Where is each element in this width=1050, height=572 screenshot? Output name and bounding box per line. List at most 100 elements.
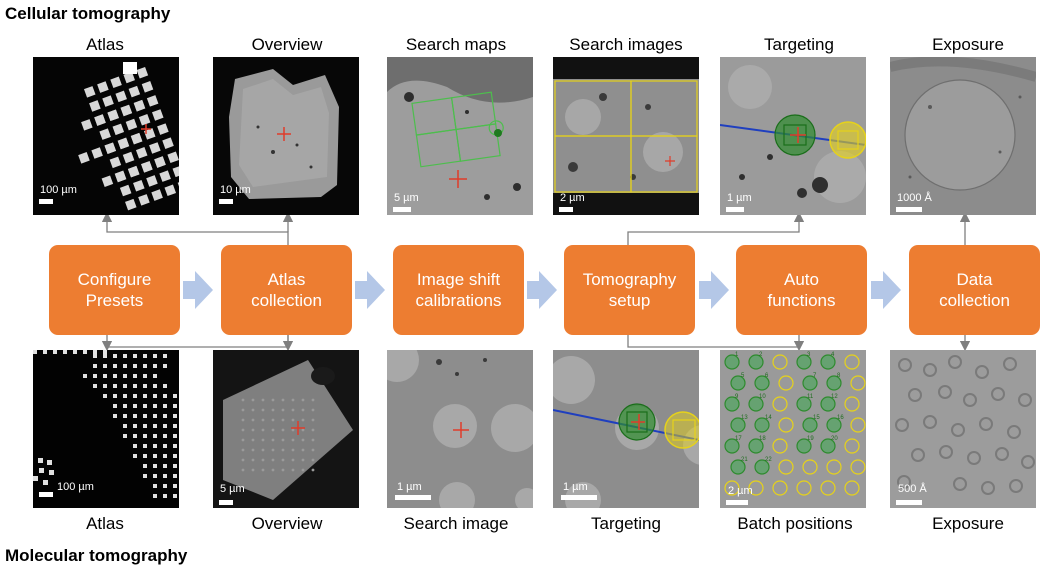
batch-position-candidate <box>748 480 764 496</box>
batch-position-selected <box>748 354 764 370</box>
image-top-search-maps: 5 µm <box>387 57 533 215</box>
batch-position-selected <box>724 354 740 370</box>
image-top-exposure: 1000 Å <box>890 57 1036 215</box>
batch-position-number: 11 <box>807 394 814 400</box>
scalebar-bottom-exposure: 500 Å <box>898 482 927 495</box>
batch-position-number: 9 <box>735 394 739 400</box>
batch-position-candidate <box>778 417 794 433</box>
batch-position-candidate <box>844 438 860 454</box>
batch-position-candidate <box>844 480 860 496</box>
batch-position-number: 12 <box>831 394 838 400</box>
caption-bottom-overview: Overview <box>251 514 323 533</box>
batch-position-candidate <box>772 480 788 496</box>
step-data-collection-label: Data collection <box>939 270 1010 310</box>
scalebar-top-search-maps: 5 µm <box>394 192 419 204</box>
caption-top-targeting: Targeting <box>764 35 834 54</box>
connector-bottom-atlas <box>106 335 289 348</box>
batch-position-selected <box>826 375 842 391</box>
image-bottom-targeting: 1 µm <box>553 350 699 508</box>
batch-position-candidate <box>778 375 794 391</box>
scalebar-bottom-batch-positions: 2 µm <box>728 485 753 497</box>
batch-position-candidate <box>796 480 812 496</box>
batch-position-selected <box>748 396 764 412</box>
batch-position-selected <box>796 438 812 454</box>
batch-position-selected <box>820 438 836 454</box>
caption-top-search-images: Search images <box>569 35 683 54</box>
connector-bottom-tomo <box>627 335 800 348</box>
step-configure-presets: Configure Presets <box>49 245 180 335</box>
scalebar-bottom-overview: 5 µm <box>220 483 245 495</box>
batch-position-selected <box>754 417 770 433</box>
image-top-targeting: 1 µm <box>720 57 866 215</box>
flow-arrow-4 <box>699 271 729 309</box>
image-bottom-search-image: 1 µm <box>387 350 533 508</box>
scalebar-bottom-search-image: 1 µm <box>397 481 422 493</box>
batch-position-number: 10 <box>759 394 766 400</box>
step-auto-functions-label: Auto functions <box>767 270 836 310</box>
batch-position-selected <box>724 396 740 412</box>
step-tomography-setup: Tomography setup <box>564 245 695 335</box>
batch-position-selected <box>730 459 746 475</box>
batch-position-selected <box>796 354 812 370</box>
batch-position-number: 16 <box>837 415 844 421</box>
batch-position-number: 22 <box>765 457 772 463</box>
batch-position-candidate <box>772 354 788 370</box>
flow-arrow-2 <box>355 271 385 309</box>
batch-position-candidate <box>850 459 866 475</box>
batch-position-selected <box>754 459 770 475</box>
batch-position-selected <box>754 375 770 391</box>
batch-position-candidate <box>820 480 836 496</box>
image-top-search-images: 2 µm <box>553 57 699 215</box>
batch-position-number: 21 <box>741 457 748 463</box>
flow-arrow-1 <box>183 271 213 309</box>
batch-position-number: 18 <box>759 436 766 442</box>
flow-arrow-3 <box>527 271 557 309</box>
step-auto-functions: Auto functions <box>736 245 867 335</box>
batch-position-candidate <box>772 396 788 412</box>
batch-position-candidate <box>772 438 788 454</box>
title-cellular-tomography: Cellular tomography <box>5 4 171 23</box>
batch-position-selected <box>820 354 836 370</box>
caption-top-atlas: Atlas <box>86 35 124 54</box>
batch-position-number: 3 <box>807 352 811 358</box>
caption-top-exposure: Exposure <box>932 35 1004 54</box>
batch-position-selected <box>802 375 818 391</box>
step-image-shift-label: Image shift calibrations <box>415 270 502 310</box>
batch-position-selected <box>748 438 764 454</box>
scalebar-bottom-atlas: 100 µm <box>57 481 94 493</box>
batch-position-number: 2 <box>759 352 763 358</box>
batch-position-selected <box>820 396 836 412</box>
caption-bottom-atlas: Atlas <box>86 514 124 533</box>
step-image-shift-calibrations: Image shift calibrations <box>393 245 524 335</box>
batch-position-candidate <box>826 459 842 475</box>
image-bottom-overview: 5 µm <box>213 350 359 508</box>
image-bottom-atlas: 100 µm <box>33 350 179 508</box>
step-configure-presets-label: Configure Presets <box>77 270 152 310</box>
batch-position-selected <box>796 396 812 412</box>
batch-position-candidate <box>724 480 740 496</box>
scalebar-top-search-images: 2 µm <box>560 192 585 204</box>
batch-position-candidate <box>844 354 860 370</box>
scalebar-top-targeting: 1 µm <box>727 192 752 204</box>
batch-position-number: 13 <box>741 415 748 421</box>
scalebar-top-overview: 10 µm <box>220 184 251 196</box>
caption-bottom-search-image: Search image <box>403 514 509 533</box>
batch-position-number: 4 <box>831 352 835 358</box>
batch-position-number: 19 <box>807 436 814 442</box>
caption-top-search-maps: Search maps <box>405 35 507 54</box>
batch-position-candidate <box>850 417 866 433</box>
batch-position-number: 17 <box>735 436 742 442</box>
batch-position-number: 5 <box>741 373 745 379</box>
caption-bottom-exposure: Exposure <box>932 514 1004 533</box>
batch-position-number: 14 <box>765 415 772 421</box>
batch-position-selected <box>802 417 818 433</box>
batch-position-number: 7 <box>813 373 817 379</box>
batch-position-selected <box>730 417 746 433</box>
batch-position-number: 15 <box>813 415 820 421</box>
scalebar-top-exposure: 1000 Å <box>897 191 933 204</box>
batch-position-candidate <box>778 459 794 475</box>
image-top-overview: 10 µm <box>213 57 359 215</box>
connector-top-tomo <box>627 211 805 245</box>
